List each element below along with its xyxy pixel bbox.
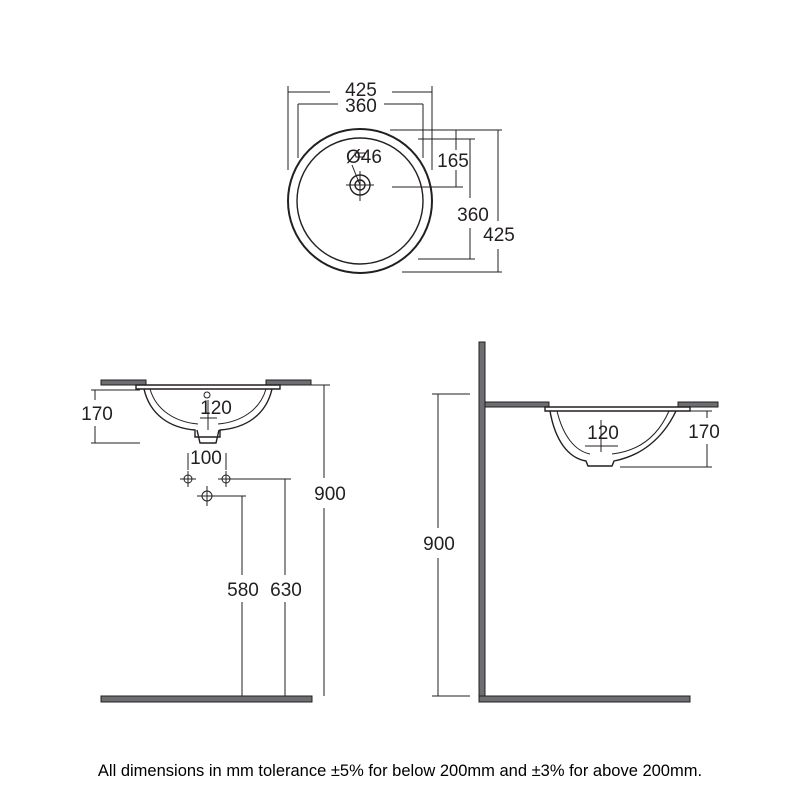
dim-overall-width: 425	[345, 80, 377, 101]
side-view: 900 120 170	[423, 341, 720, 703]
tap-and-trap-positions	[180, 471, 234, 506]
basin-plan-outline	[287, 128, 433, 274]
countertop-side-left	[484, 401, 550, 408]
floor-slab-side	[478, 695, 691, 703]
dim-front-waste-width: 120	[200, 398, 232, 419]
front-view: 170 120 100 900 580 630	[81, 379, 346, 703]
waste-outlet-plan	[346, 152, 374, 201]
side-dimension-lines	[432, 393, 712, 697]
dim-trap-spacing: 100	[190, 448, 222, 469]
dim-outlet-630: 630	[270, 580, 302, 601]
crosshair-left	[180, 471, 196, 487]
countertop-side-right	[677, 401, 719, 408]
dim-outlet-580: 580	[227, 580, 259, 601]
dim-front-height: 900	[314, 484, 346, 505]
front-dimension-lines	[91, 384, 330, 696]
countertop-left	[100, 379, 147, 386]
dimensions-footnote: All dimensions in mm tolerance ±5% for b…	[97, 762, 703, 780]
top-view: 425 360 Ø46 165 360 425	[287, 80, 515, 274]
dim-front-bowl-height: 170	[81, 404, 113, 425]
dim-side-height: 900	[423, 534, 455, 555]
wall-slab	[478, 341, 486, 703]
dim-bowl-depth: 360	[457, 205, 489, 226]
dim-side-waste-width: 120	[587, 423, 619, 444]
dim-tap-hole: Ø46	[346, 147, 382, 168]
dim-bowl-width: 360	[345, 96, 377, 117]
countertop-right	[265, 379, 312, 386]
dim-tap-offset: 165	[437, 151, 469, 172]
dim-side-bowl-height: 170	[688, 422, 720, 443]
dim-overall-depth: 425	[483, 225, 515, 246]
plan-dimension-lines	[287, 86, 502, 273]
floor-slab-front	[100, 695, 313, 703]
basin-front-profile	[135, 384, 281, 444]
